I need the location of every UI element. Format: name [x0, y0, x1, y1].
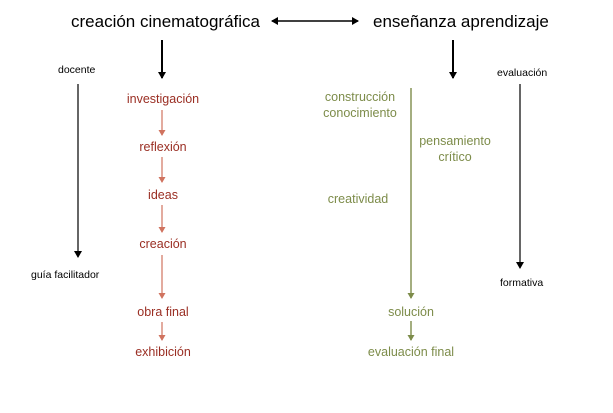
label-guia-facilitador: guía facilitador	[31, 269, 100, 281]
step-creacion: creación	[139, 237, 187, 251]
step-obra-final: obra final	[137, 305, 189, 319]
step-ideas: ideas	[148, 188, 178, 202]
label-evaluacion: evaluación	[497, 67, 548, 79]
step-reflexion: reflexión	[139, 140, 187, 154]
step-exhibicion: exhibición	[135, 345, 191, 359]
node-pensamiento-line2: crítico	[438, 150, 472, 164]
node-pensamiento-critico: pensamiento crítico	[419, 133, 491, 165]
node-evaluacion-final: evaluación final	[367, 345, 455, 359]
step-investigacion: investigación	[126, 92, 200, 106]
title-teaching-learning: enseñanza aprendizaje	[373, 12, 549, 31]
label-formativa: formativa	[500, 277, 544, 289]
node-pensamiento-line1: pensamiento	[419, 134, 491, 148]
node-construccion-line1: construcción	[324, 90, 396, 104]
node-construccion-conocimiento: construcción conocimiento	[323, 89, 397, 121]
label-docente: docente	[58, 64, 96, 76]
node-solucion: solución	[388, 305, 434, 319]
node-creatividad: creatividad	[327, 192, 389, 206]
node-construccion-line2: conocimiento	[323, 106, 397, 120]
title-film-creation: creación cinematográfica	[71, 12, 260, 31]
